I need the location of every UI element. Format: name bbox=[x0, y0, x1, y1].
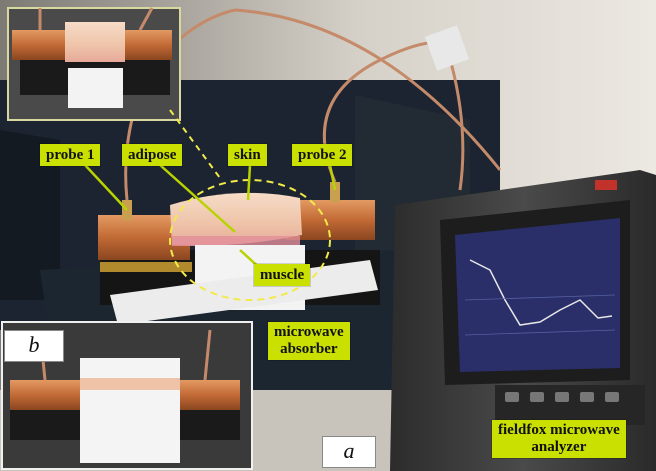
label-microwave-absorber: microwave absorber bbox=[268, 322, 350, 360]
cable-probe-2 bbox=[322, 40, 446, 183]
label-probe-1: probe 1 bbox=[40, 144, 101, 166]
analyzer-trace bbox=[469, 259, 613, 326]
skin-tissue-sample bbox=[170, 192, 302, 246]
label-probe-2: probe 2 bbox=[292, 144, 353, 166]
gold-strip bbox=[100, 262, 192, 272]
tissue-highlight-ellipse bbox=[169, 179, 331, 301]
absorber-left-block bbox=[0, 130, 60, 300]
muscle-layer bbox=[172, 236, 300, 246]
analyzer-key bbox=[505, 392, 519, 402]
inset-bottom-cable bbox=[203, 329, 212, 381]
label-adipose: adipose bbox=[122, 144, 183, 166]
pointer-probe-1 bbox=[84, 164, 128, 211]
analyzer-grid-line bbox=[464, 294, 616, 301]
inset-bottom-skin-band bbox=[80, 378, 180, 390]
cable-analyzer bbox=[234, 8, 502, 171]
inset-top-cable bbox=[138, 7, 154, 31]
analyzer-brand-badge bbox=[595, 180, 617, 190]
analyzer-key bbox=[580, 392, 594, 402]
label-muscle: muscle bbox=[254, 264, 311, 286]
inset-bottom-absorber bbox=[10, 410, 80, 440]
panel-label-a: a bbox=[322, 436, 376, 468]
inset-connector-dashed bbox=[169, 109, 221, 179]
pointer-adipose bbox=[159, 164, 236, 233]
inset-top bbox=[7, 7, 181, 121]
analyzer-key bbox=[530, 392, 544, 402]
panel-label-b: b bbox=[4, 330, 64, 362]
pointer-probe-2 bbox=[328, 164, 337, 191]
label-fieldfox-analyzer: fieldfox microwave analyzer bbox=[492, 420, 626, 458]
pointer-skin bbox=[246, 164, 252, 201]
inset-top-foam bbox=[68, 68, 123, 108]
inset-bottom-foam bbox=[80, 358, 180, 463]
analyzer-key bbox=[605, 392, 619, 402]
fieldfox-analyzer-device bbox=[390, 170, 656, 471]
inset-top-skin bbox=[65, 22, 125, 62]
analyzer-screen bbox=[455, 218, 620, 372]
probe-2-connector bbox=[330, 182, 340, 202]
label-skin: skin bbox=[228, 144, 267, 166]
analyzer-key bbox=[555, 392, 569, 402]
white-foam-base bbox=[110, 260, 378, 325]
analyzer-grid-line bbox=[464, 329, 616, 336]
tape-patch bbox=[424, 25, 470, 71]
inset-bottom-absorber-right bbox=[180, 410, 240, 440]
analyzer-keypad bbox=[495, 385, 645, 425]
specimen-assembly bbox=[98, 182, 380, 325]
